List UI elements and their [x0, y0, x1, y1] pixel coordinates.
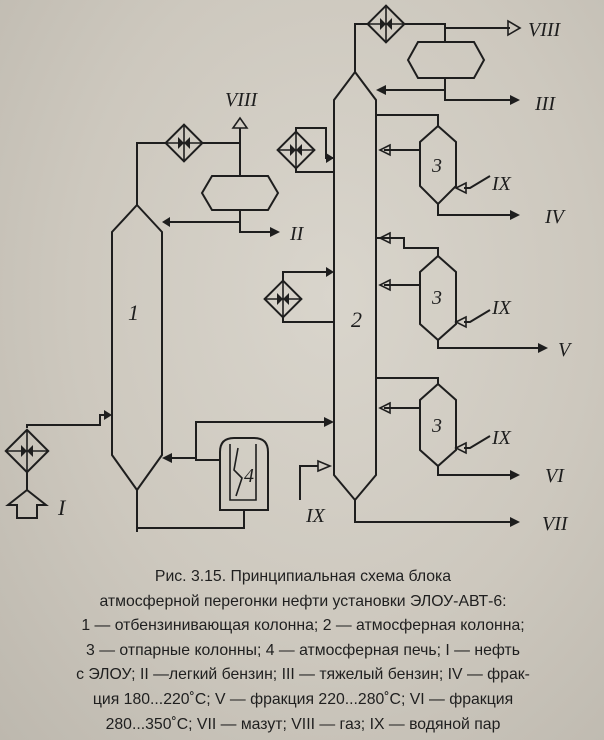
stripper-2-label: 3	[431, 287, 442, 309]
caption-line-2: атмосферной перегонки нефти установки ЭЛ…	[99, 592, 507, 610]
caption-line-1: Рис. 3.15. Принципиальная схема блока	[154, 568, 452, 585]
stream-V-label: V	[558, 339, 573, 361]
column-1-condenser[interactable]	[164, 123, 204, 163]
furnace-label: 4	[244, 465, 254, 487]
steam-IX-s3-label: IX	[491, 427, 512, 449]
stream-III-label: III	[534, 93, 556, 115]
pumparound-exchanger-1[interactable]	[276, 130, 316, 170]
caption-line-4: 3 — отпарные колонны; 4 — атмосферная пе…	[86, 641, 520, 659]
reflux-drum-2[interactable]	[406, 41, 486, 79]
stripper-1-label: 3	[431, 155, 442, 177]
stripper-3-label: 3	[431, 415, 442, 437]
pumparound-exchanger-2[interactable]	[263, 279, 303, 319]
process-flow-diagram: 1 2 3 3 3 4 I VIII	[4, 4, 573, 535]
stream-VII-label: VII	[542, 513, 569, 535]
column-2-label: 2	[351, 307, 362, 332]
stream-VI-label: VI	[545, 465, 565, 487]
column-2[interactable]	[333, 70, 377, 502]
stream-I-label: I	[57, 495, 67, 520]
furnace-4[interactable]	[219, 437, 269, 511]
caption-line-6: ция 180...220˚С; V — фракция 220...280˚С…	[92, 690, 514, 708]
steam-IX-s1-label: IX	[491, 173, 512, 195]
stream-VIII-left-label: VIII	[225, 89, 259, 111]
feed-heat-exchanger[interactable]	[4, 428, 50, 474]
stream-VIII-right-label: VIII	[528, 19, 562, 41]
caption-line-3: 1 — отбензинивающая колонна; 2 — атмосфе…	[81, 617, 525, 635]
column-2-condenser[interactable]	[366, 4, 406, 44]
caption-line-5: с ЭЛОУ; II —легкий бензин; III — тяжелый…	[76, 666, 530, 684]
steam-IX-col2-label: IX	[305, 505, 326, 527]
column-1[interactable]	[111, 203, 163, 492]
stream-II-label: II	[289, 223, 305, 245]
figure-caption: Рис. 3.15. Принципиальная схема блока ат…	[10, 565, 596, 737]
caption-line-7: 280...350˚С; VII — мазут; VIII — газ; IX…	[105, 715, 501, 733]
stream-IV-label: IV	[544, 206, 567, 228]
feed-inlet-arrow	[5, 488, 49, 519]
column-1-label: 1	[128, 300, 139, 325]
reflux-drum-1[interactable]	[200, 175, 280, 211]
steam-IX-s2-label: IX	[491, 297, 512, 319]
